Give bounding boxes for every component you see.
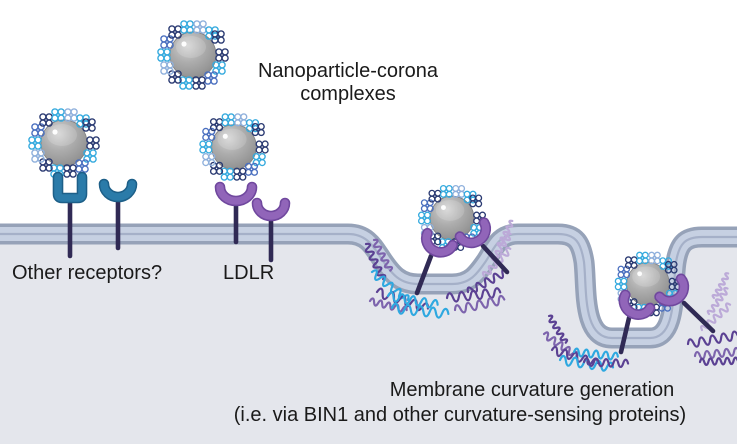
nanoparticle-corona-complex-icon bbox=[158, 21, 228, 89]
other-receptor-u-icon bbox=[58, 177, 82, 198]
label-nanoparticle-corona-complexes: Nanoparticle-corona complexes bbox=[257, 60, 439, 105]
nanoparticle-corona-complex-icon bbox=[200, 114, 268, 180]
caption-membrane-curvature-line1: Membrane curvature generation bbox=[389, 379, 675, 401]
label-other-receptors: Other receptors? bbox=[12, 262, 163, 284]
caption-membrane-curvature-line2: (i.e. via BIN1 and other curvature-sensi… bbox=[233, 404, 687, 426]
other-receptor-cup-icon bbox=[104, 184, 132, 197]
label-ldlr: LDLR bbox=[223, 262, 275, 284]
ldlr-receptor-cup-icon bbox=[220, 187, 252, 201]
ldlr-receptor-cup-icon bbox=[257, 203, 285, 216]
nanoparticle-corona-complex-icon bbox=[29, 109, 99, 177]
receptor-stems bbox=[67, 192, 716, 355]
cytoplasm-region bbox=[0, 234, 737, 444]
